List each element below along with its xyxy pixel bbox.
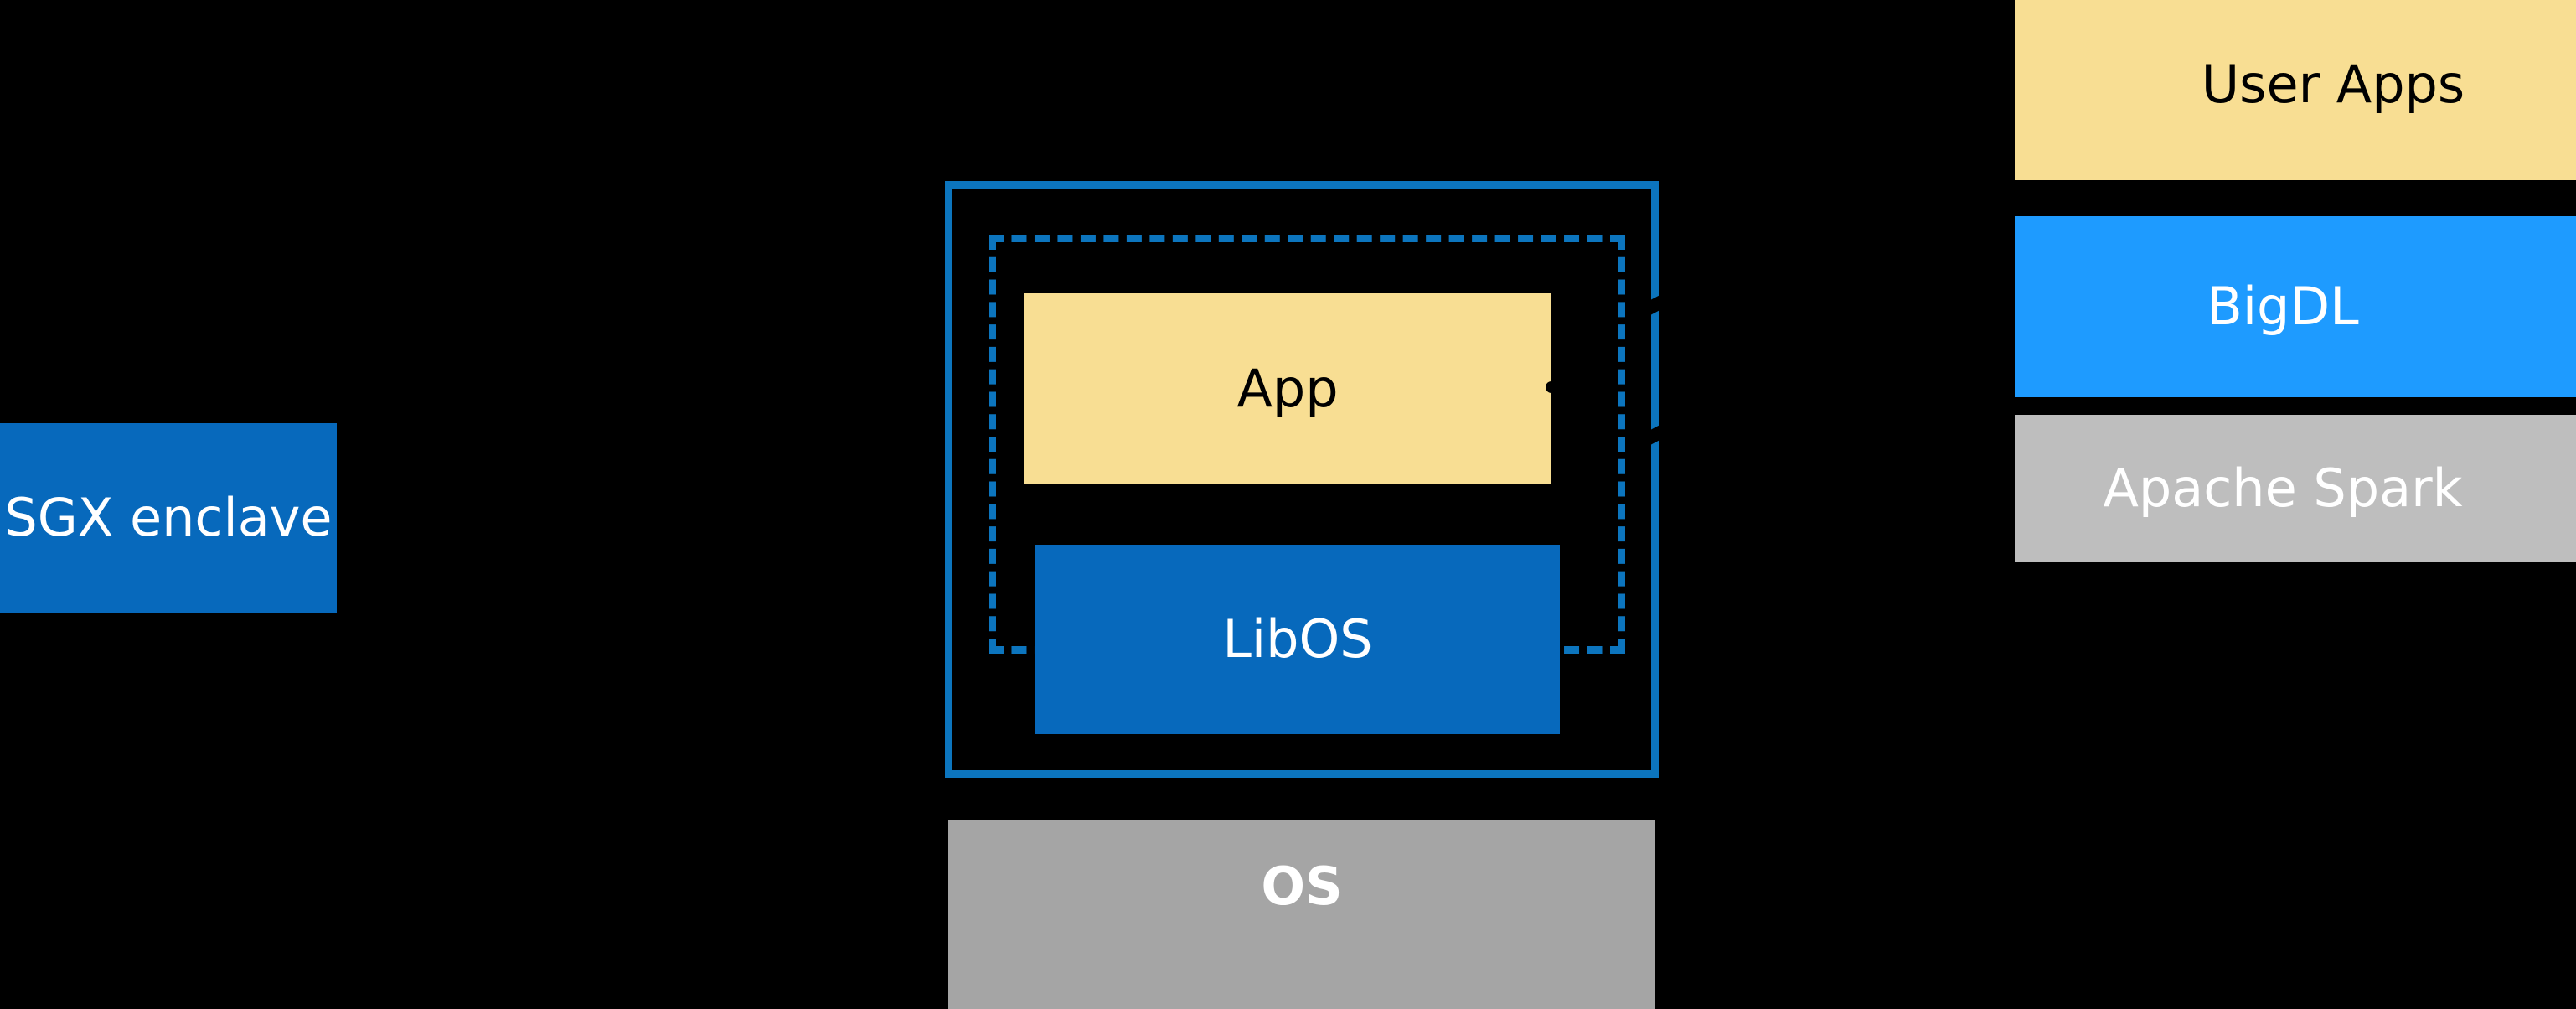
app-box[interactable]: App	[1024, 293, 1551, 484]
bigdl-box[interactable]: BigDL	[2015, 216, 2576, 397]
user-apps-box[interactable]: User Apps	[2015, 0, 2576, 180]
sgx-enclave-label: SGX enclave	[4, 486, 333, 548]
libos-label: LibOS	[1222, 608, 1373, 670]
bigdl-label: BigDL	[2207, 275, 2359, 337]
sgx-enclave-box[interactable]: SGX enclave	[0, 423, 337, 613]
sgx-enclave-connector-dot	[524, 513, 535, 525]
app-connector-dot	[1546, 381, 1557, 393]
os-box[interactable]: OS	[948, 820, 1655, 1009]
libos-box[interactable]: LibOS	[1035, 545, 1560, 734]
apache-spark-box[interactable]: Apache Spark	[2015, 415, 2576, 562]
apache-spark-label: Apache Spark	[2103, 457, 2463, 519]
enclave-boundary-frame	[945, 181, 1659, 778]
user-apps-label: User Apps	[2201, 53, 2465, 115]
app-label: App	[1236, 357, 1339, 419]
os-label: OS	[1261, 856, 1343, 917]
